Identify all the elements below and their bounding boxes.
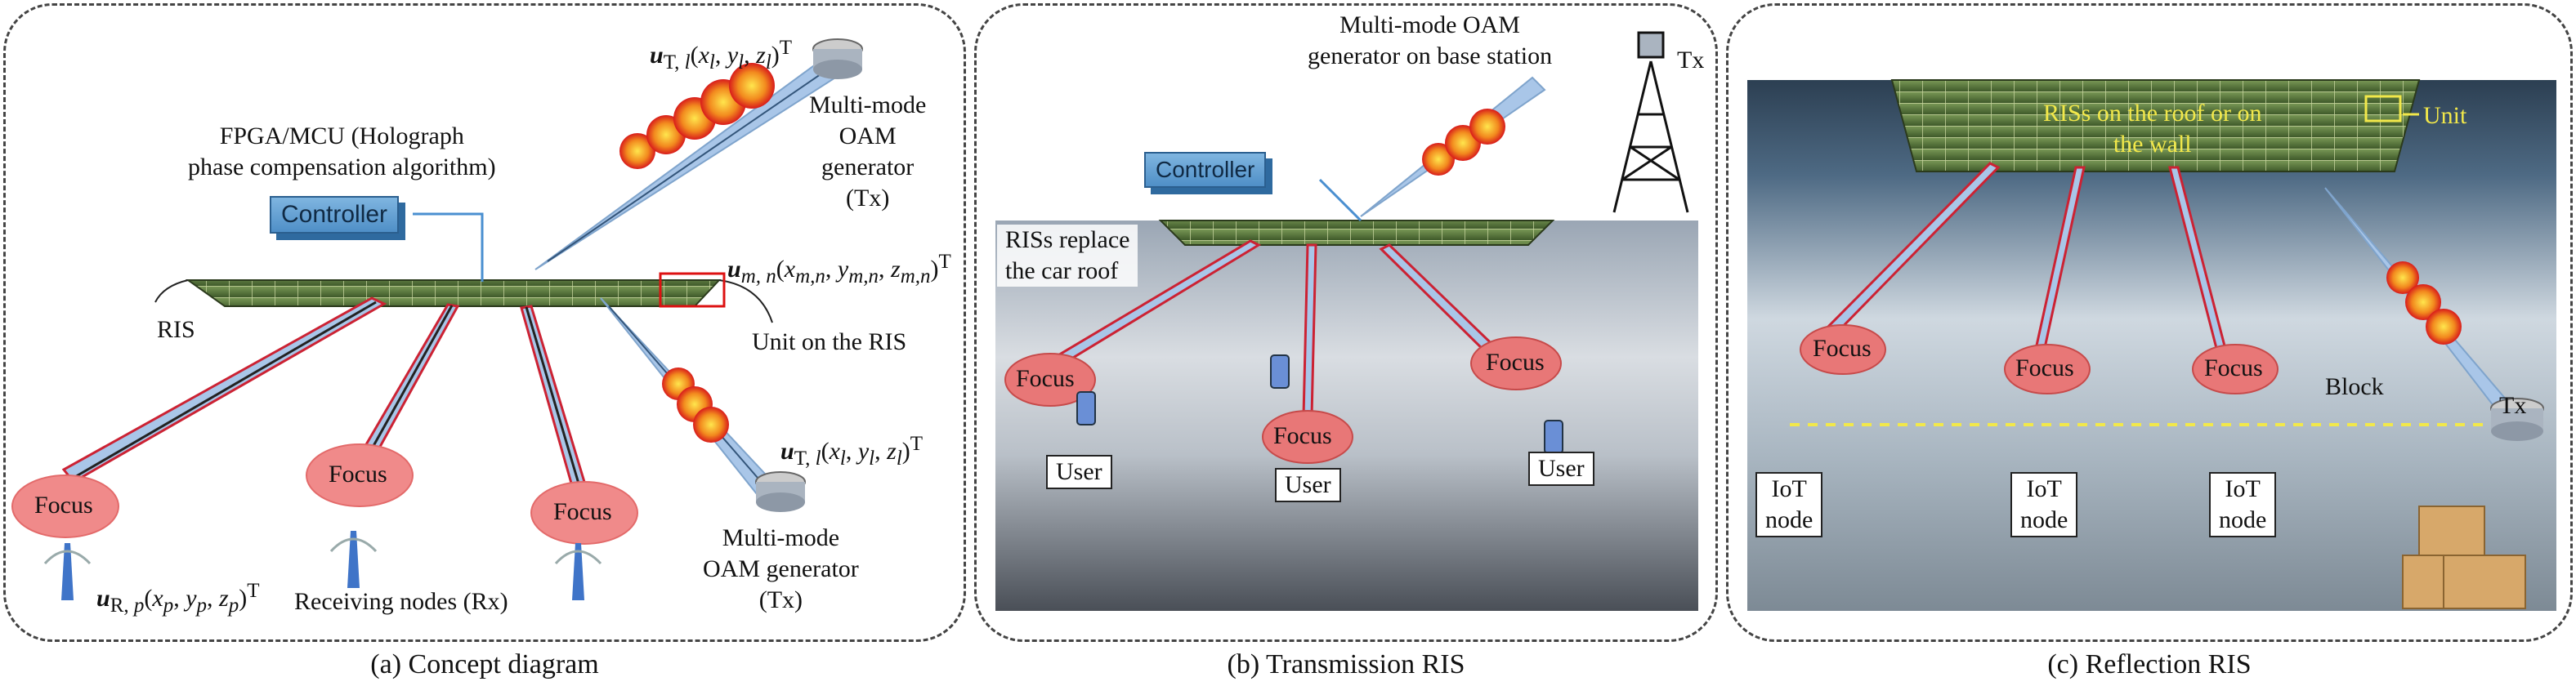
focus-b-1: Focus: [1016, 365, 1075, 392]
unit-coord: um, n(xm,n, ym,n, zm,n)T: [727, 251, 951, 287]
oam-base-station-label: Multi-mode OAM generator on base station: [1308, 11, 1553, 69]
user-label-3: User: [1528, 452, 1594, 486]
outgoing-beams: [61, 296, 586, 488]
iot-node-1: IoT node: [1755, 472, 1823, 537]
panel-concept-diagram: [3, 3, 966, 642]
ris-label-a: RIS: [157, 316, 195, 343]
focus-a-1: Focus: [34, 492, 93, 519]
user-label-2: User: [1275, 468, 1341, 502]
tx-top-coord: uT, l(xl, yl, zl)T: [650, 37, 793, 74]
focus-c-3: Focus: [2204, 354, 2263, 381]
ris-car-roof-label: RISs replace the car roof: [997, 225, 1138, 287]
panel-transmission-ris: [974, 3, 1718, 642]
controller-link: [413, 212, 484, 282]
tx-label-c: Tx: [2499, 392, 2527, 419]
ris-surface: [154, 272, 773, 323]
ris-roof-label: RISs on the roof or on the wall: [2043, 100, 2262, 158]
rx-coord: uR, p(xp, yp, zp)T: [96, 580, 260, 617]
panel-reflection-ris: [1726, 3, 2573, 642]
tx-top-label: Multi-mode OAM generator (Tx): [809, 91, 927, 212]
focus-c-2: Focus: [2015, 354, 2074, 381]
base-station-tower: [1612, 31, 1689, 213]
fpga-label: FPGA/MCU (Holograph phase compensation a…: [188, 123, 496, 180]
controller-b: Controller: [1144, 152, 1267, 188]
user-label-1: User: [1046, 455, 1112, 489]
focus-a-3: Focus: [553, 498, 612, 525]
tx-bottom-label: Multi-mode OAM generator (Tx): [703, 524, 859, 613]
block-label: Block: [2325, 373, 2384, 400]
focus-b-2: Focus: [1273, 422, 1332, 449]
tx-bottom-coord: uT, l(xl, yl, zl)T: [780, 433, 924, 470]
focus-a-2: Focus: [329, 461, 387, 488]
focus-b-3: Focus: [1486, 349, 1545, 376]
tx-devices-a: [755, 38, 863, 512]
tx-label-b: Tx: [1677, 47, 1705, 74]
unit-on-ris-label: Unit on the RIS: [752, 328, 907, 355]
rx-antennas: [43, 531, 602, 600]
caption-c: (c) Reflection RIS: [2047, 649, 2252, 679]
controller-a: Controller: [270, 196, 400, 234]
receiving-nodes-label: Receiving nodes (Rx): [294, 588, 508, 615]
iot-node-3: IoT node: [2209, 472, 2277, 537]
focus-clouds-a: [11, 443, 638, 545]
focus-c-1: Focus: [1813, 335, 1872, 362]
unit-label-c: Unit: [2423, 102, 2467, 129]
iot-node-2: IoT node: [2010, 472, 2078, 537]
caption-b: (b) Transmission RIS: [1227, 649, 1465, 679]
caption-a: (a) Concept diagram: [370, 649, 599, 679]
